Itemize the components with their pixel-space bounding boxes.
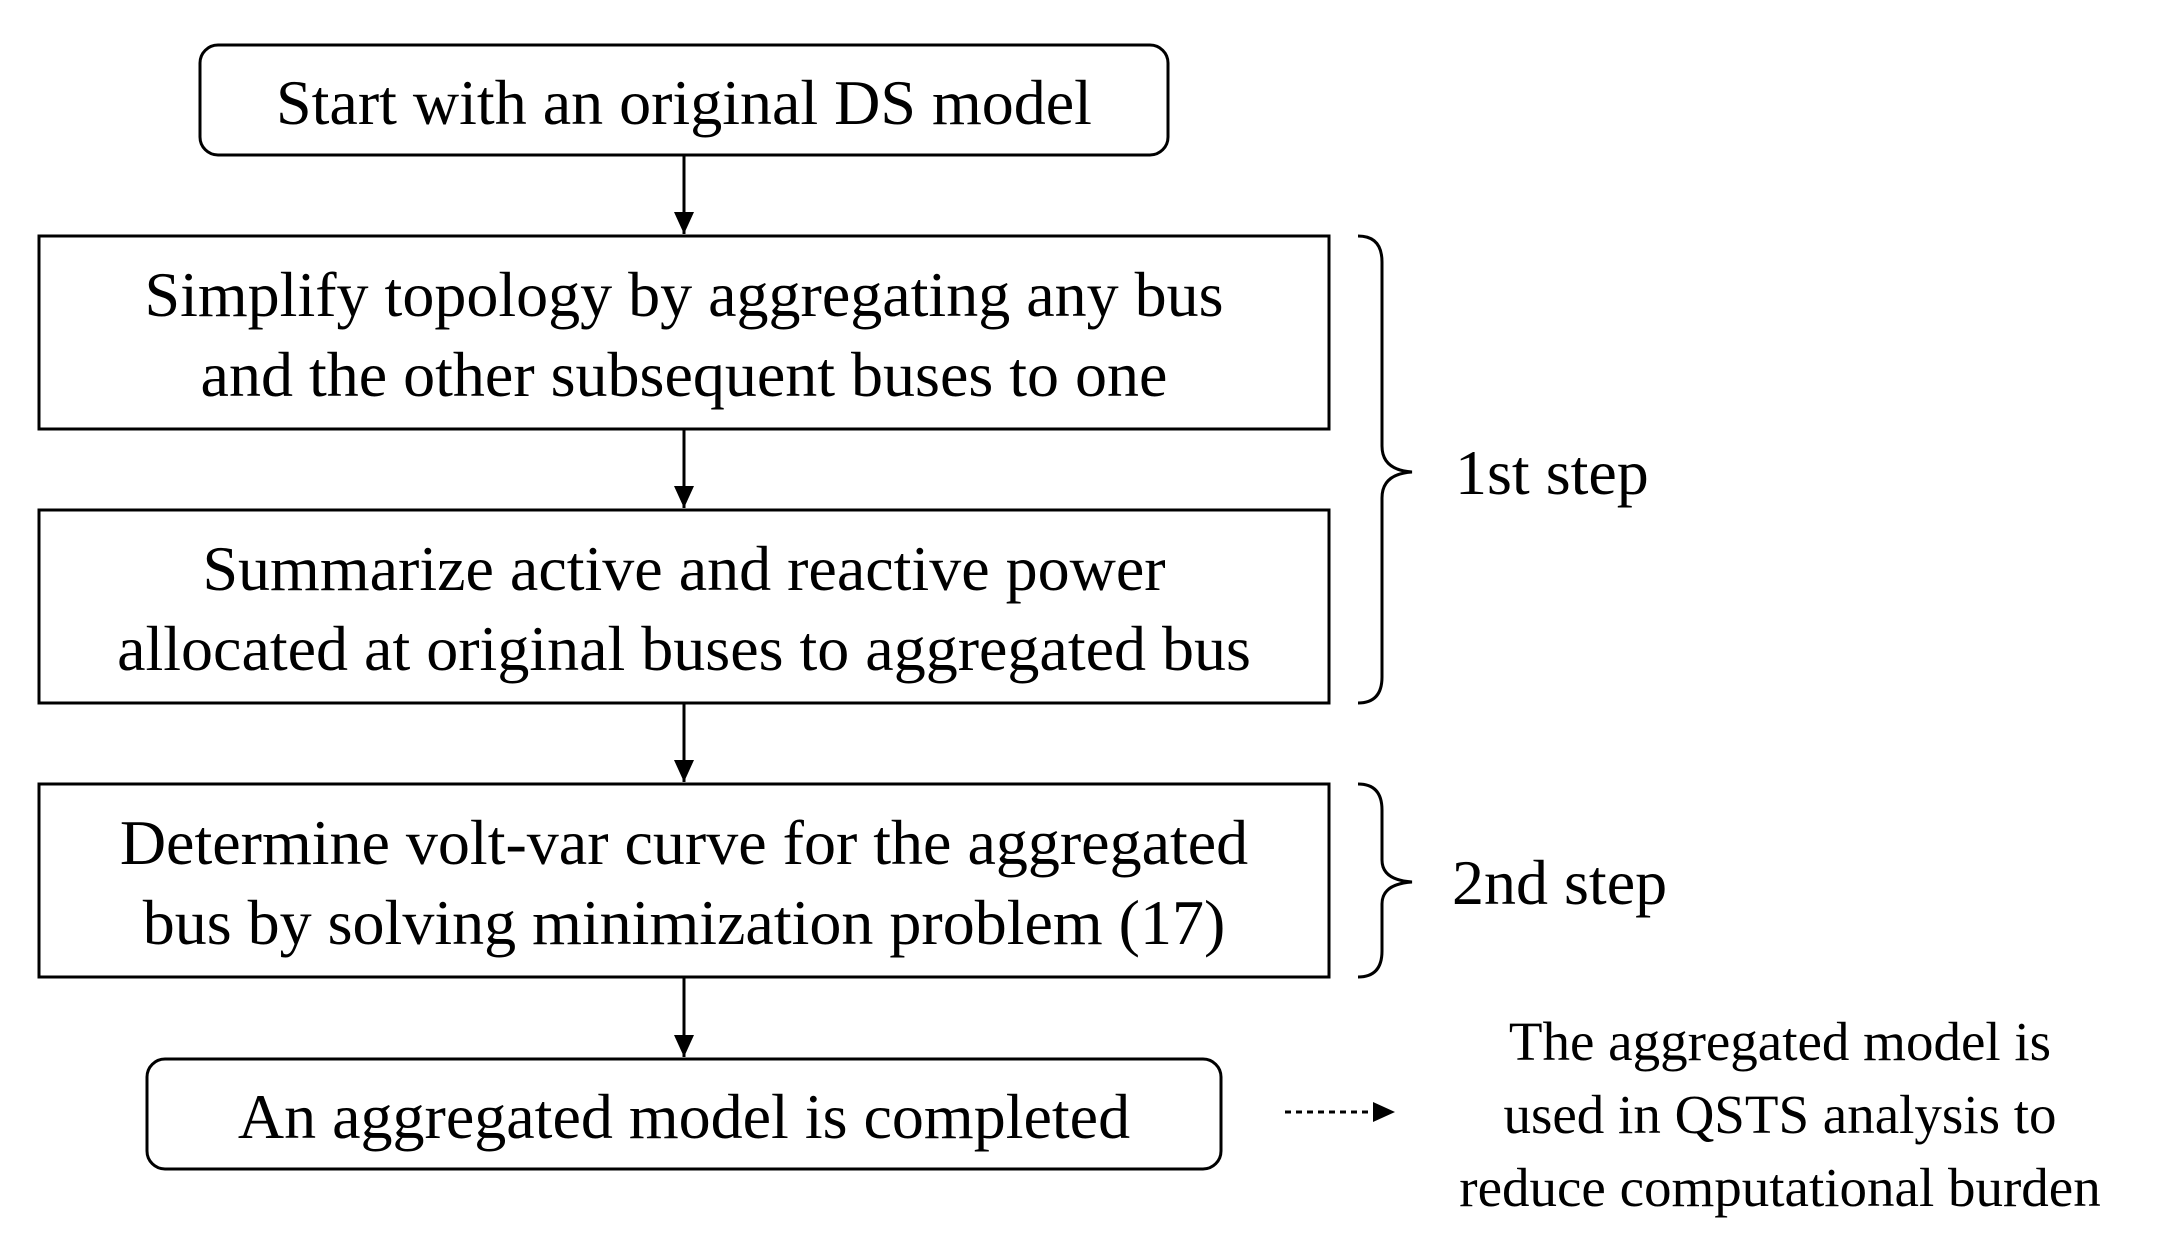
node-simplify: Simplify topology by aggregating any bus…	[37, 234, 1331, 431]
node-end-label: An aggregated model is completed	[238, 1081, 1130, 1152]
node-summarize-label-line-1: Summarize active and reactive power	[202, 533, 1165, 604]
node-determine-box	[37, 782, 1331, 979]
node-determine-label-line-1: Determine volt-var curve for the aggrega…	[120, 807, 1248, 878]
node-simplify-box	[37, 234, 1331, 431]
group-2nd-step-label: 2nd step	[1452, 847, 1667, 918]
node-summarize-label-line-2: allocated at original buses to aggregate…	[117, 613, 1251, 684]
node-start: Start with an original DS model	[198, 43, 1170, 157]
node-summarize: Summarize active and reactive power allo…	[37, 508, 1331, 705]
node-determine: Determine volt-var curve for the aggrega…	[37, 782, 1331, 979]
group-2nd-step: 2nd step	[1357, 782, 1667, 979]
node-simplify-label-line-2: and the other subsequent buses to one	[201, 339, 1168, 410]
node-start-label: Start with an original DS model	[276, 67, 1092, 138]
group-1st-step: 1st step	[1357, 234, 1649, 705]
node-summarize-box	[37, 508, 1331, 705]
group-2nd-step-brace	[1357, 782, 1413, 979]
node-simplify-label-line-1: Simplify topology by aggregating any bus	[145, 259, 1224, 330]
group-1st-step-label: 1st step	[1455, 437, 1649, 508]
node-end-box	[145, 1057, 1223, 1171]
note-line-2: used in QSTS analysis to	[1503, 1084, 2056, 1145]
note-line-1: The aggregated model is	[1509, 1011, 2051, 1072]
note: The aggregated model is used in QSTS ana…	[1459, 1011, 2100, 1218]
group-1st-step-brace	[1357, 234, 1413, 705]
note-line-3: reduce computational burden	[1459, 1157, 2100, 1218]
node-determine-label-line-2: bus by solving minimization problem (17)	[143, 887, 1226, 958]
node-end: An aggregated model is completed	[145, 1057, 1223, 1171]
